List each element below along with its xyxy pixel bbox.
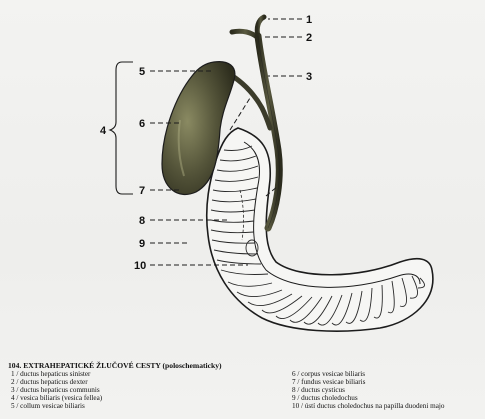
caption-title-text: EXTRAHEPATICKÉ ŽLUČOVÉ CESTY (poloschema… <box>23 361 221 370</box>
legend-item: 6 / corpus vesicae biliaris <box>292 370 445 378</box>
legend-item: 1 / ductus hepaticus sinister <box>11 370 102 378</box>
callout-7: 7 <box>139 185 145 197</box>
figure-number: 104. <box>8 361 21 370</box>
callout-9: 9 <box>139 238 145 250</box>
biliary-diagram: 1 2 3 4 5 6 7 8 9 10 <box>0 0 485 360</box>
legend-item: 5 / collum vesicae biliaris <box>11 402 102 410</box>
duodenum <box>207 128 433 331</box>
legend-item: 4 / vesica biliaris (vesica fellea) <box>11 394 102 402</box>
legend-item: 7 / fundus vesicae biliaris <box>292 378 445 386</box>
callout-8: 8 <box>139 215 145 227</box>
callout-6: 6 <box>139 118 145 130</box>
legend-item: 10 / ústí ductus choledochus na papilla … <box>292 402 445 410</box>
figure-caption: 104. EXTRAHEPATICKÉ ŽLUČOVÉ CESTY (polos… <box>8 362 485 419</box>
callout-10: 10 <box>134 260 146 272</box>
legend-item: 2 / ductus hepaticus dexter <box>11 378 102 386</box>
legend-item: 3 / ductus hepaticus communis <box>11 386 102 394</box>
legend-left-column: 1 / ductus hepaticus sinister 2 / ductus… <box>11 370 102 410</box>
legend-item: 8 / ductus cysticus <box>292 386 445 394</box>
legend-right-column: 6 / corpus vesicae biliaris 7 / fundus v… <box>292 370 445 410</box>
brace-4 <box>110 62 133 194</box>
callout-5: 5 <box>139 66 145 78</box>
callout-4: 4 <box>100 125 107 137</box>
callout-3: 3 <box>306 71 312 83</box>
caption-title: 104. EXTRAHEPATICKÉ ŽLUČOVÉ CESTY (polos… <box>8 362 485 370</box>
callout-2: 2 <box>306 32 312 44</box>
legend-item: 9 / ductus choledochus <box>292 394 445 402</box>
callout-1: 1 <box>306 14 312 26</box>
